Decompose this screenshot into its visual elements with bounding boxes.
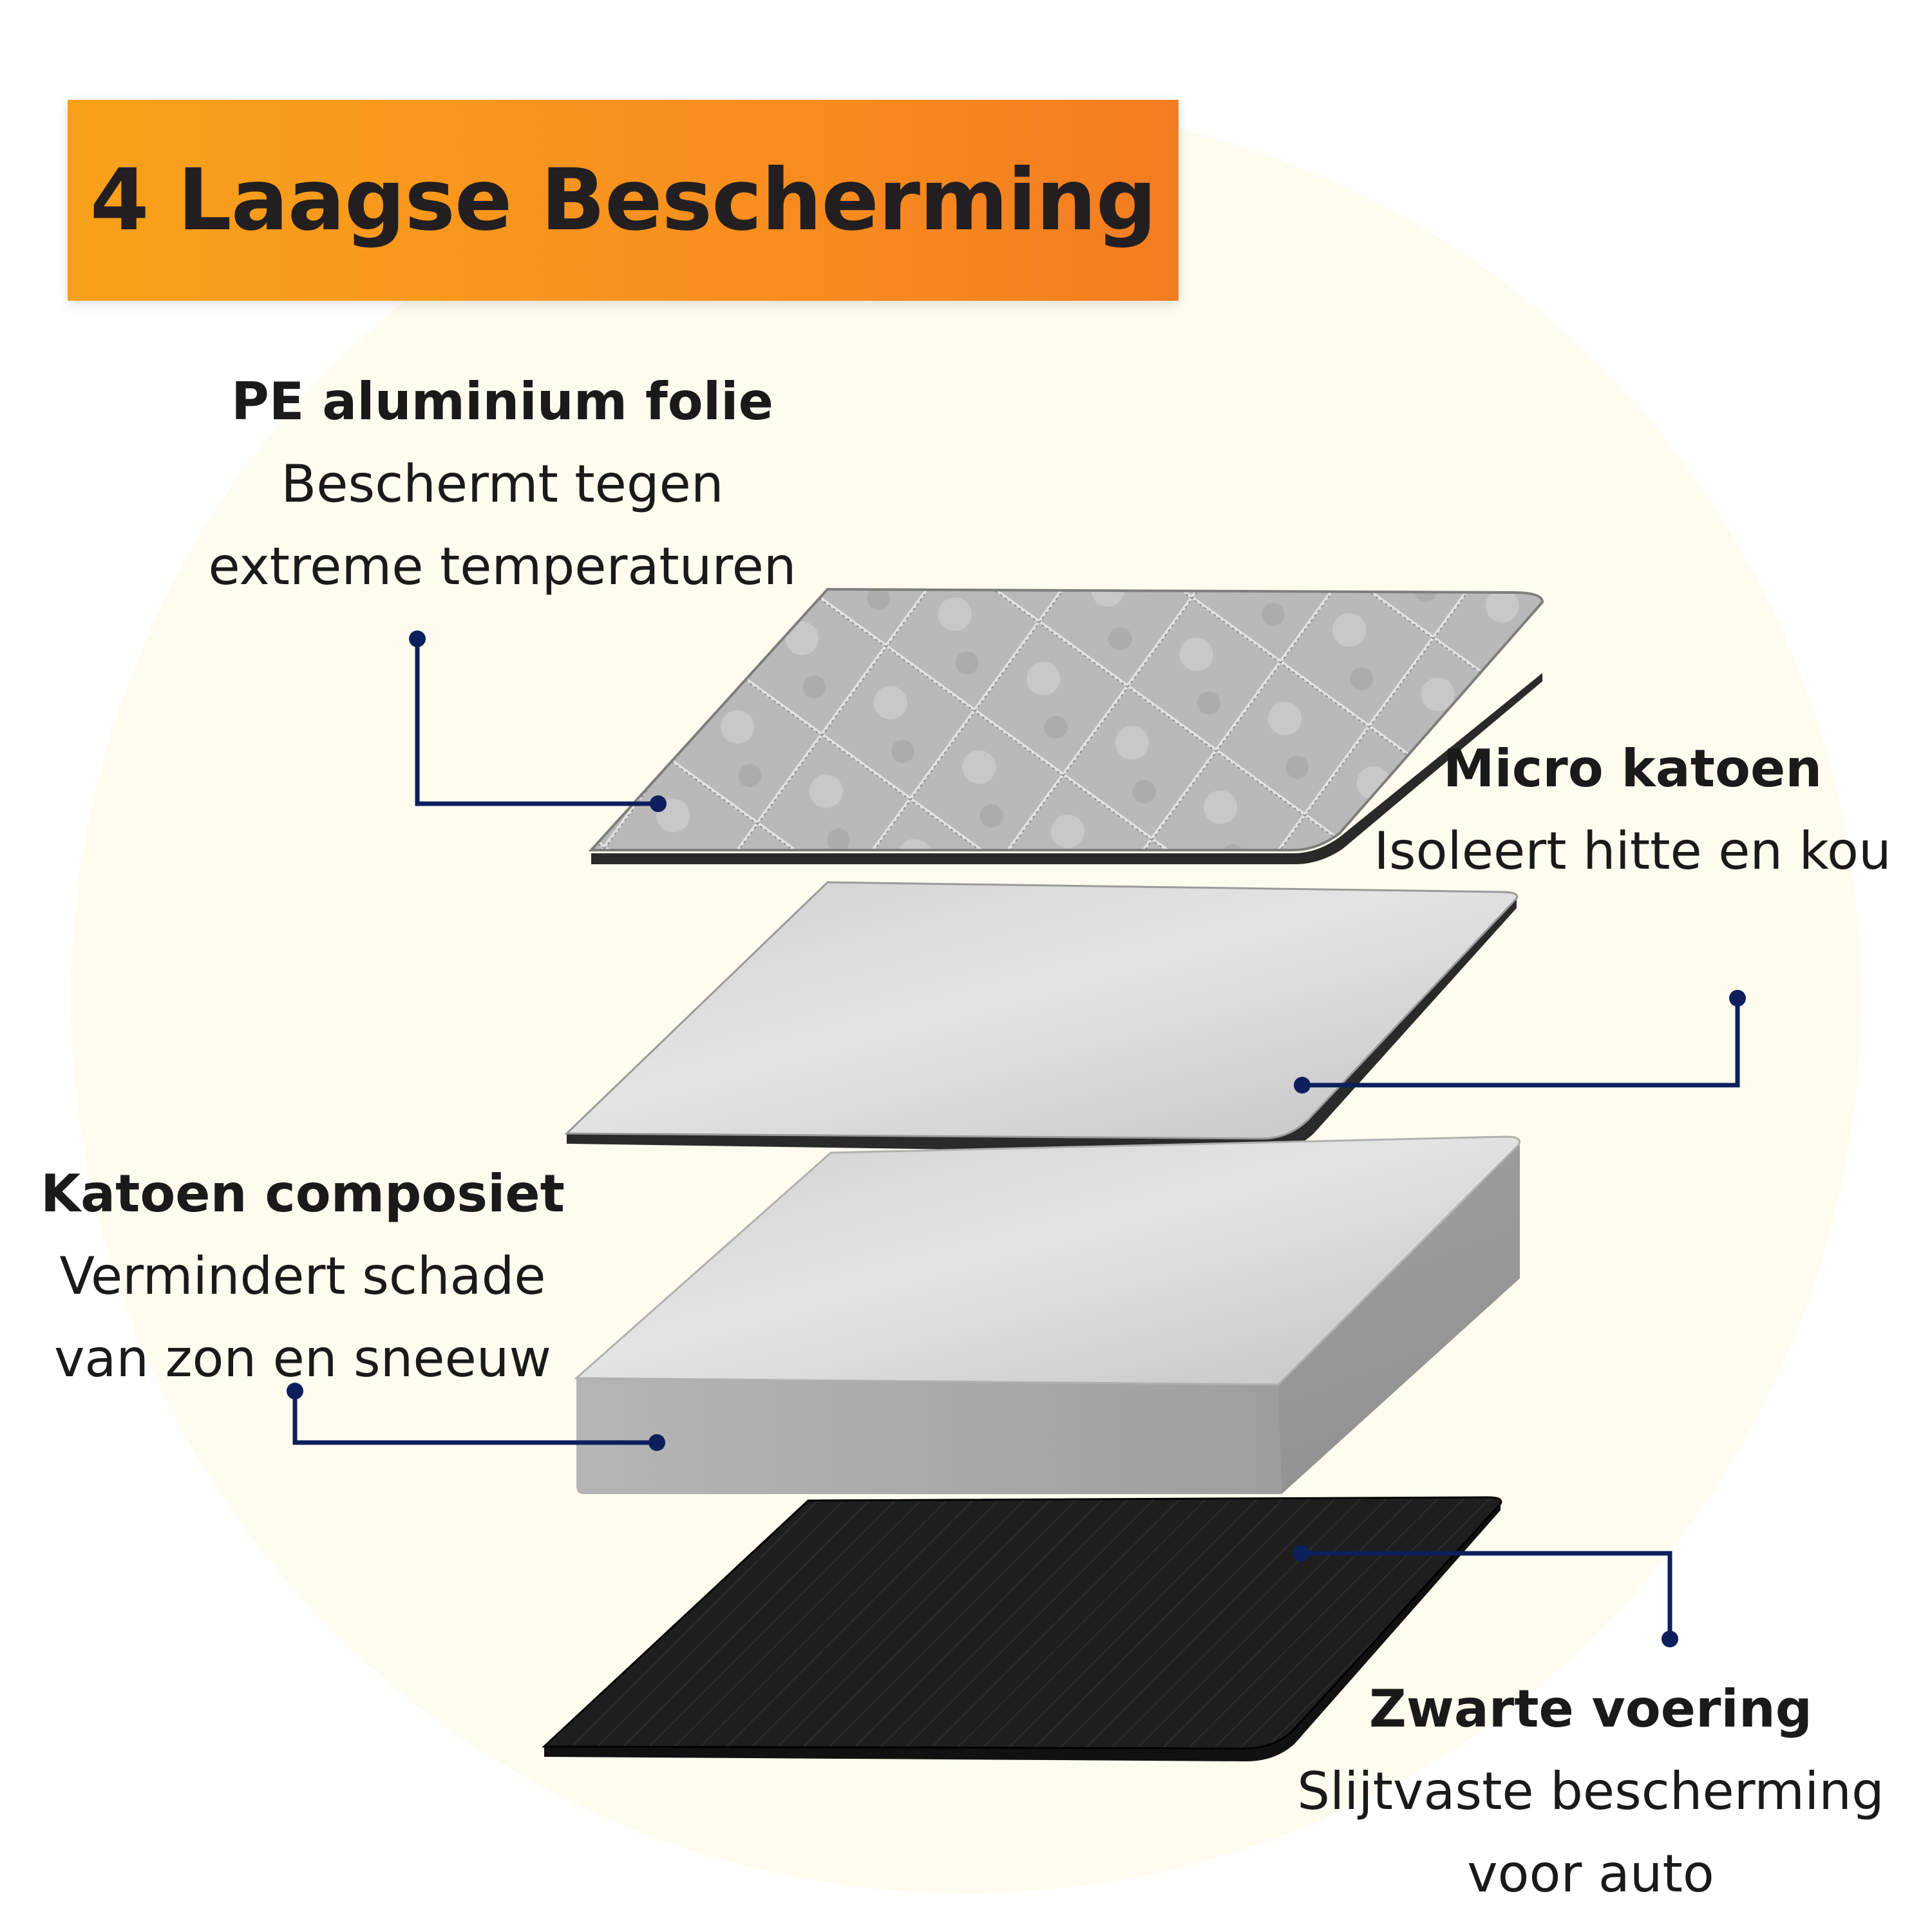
label-aluminium-foil-desc: Beschermt tegen	[281, 454, 724, 514]
connector-dot	[1294, 1077, 1311, 1094]
label-micro-cotton: Micro katoen Isoleert hitte en kou	[1343, 728, 1922, 893]
label-black-lining: Zwarte voering Slijtvaste bescherming vo…	[1256, 1668, 1926, 1915]
connector-dot	[649, 1434, 665, 1451]
connector-dot	[650, 795, 667, 812]
connector-cotton-composite	[292, 1391, 657, 1445]
layer-micro-cotton	[564, 881, 1519, 1154]
label-cotton-composite-desc: Vermindert schade	[59, 1246, 546, 1306]
label-micro-cotton-title: Micro katoen	[1443, 739, 1823, 799]
label-black-lining-title: Zwarte voering	[1368, 1679, 1813, 1739]
label-aluminium-foil: PE aluminium folie Beschermt tegen extre…	[116, 361, 889, 608]
label-black-lining-desc: voor auto	[1467, 1844, 1714, 1904]
connector-dot	[1662, 1631, 1678, 1647]
title-banner: 4 Laagse Bescherming	[68, 100, 1179, 301]
label-black-lining-desc: Slijtvaste bescherming	[1297, 1761, 1884, 1821]
label-cotton-composite: Katoen composiet Vermindert schade van z…	[13, 1153, 592, 1400]
page-title: 4 Laagse Bescherming	[90, 151, 1157, 250]
connector-dot	[287, 1383, 303, 1399]
connector-aluminium-foil	[415, 639, 658, 806]
connector-dot	[409, 630, 426, 647]
label-cotton-composite-desc: van zon en sneeuw	[54, 1329, 551, 1388]
connector-dot	[1729, 990, 1746, 1007]
layer-aluminium-foil	[588, 587, 1544, 864]
label-aluminium-foil-desc: extreme temperaturen	[208, 536, 797, 596]
label-cotton-composite-title: Katoen composiet	[41, 1164, 565, 1224]
layer-black-lining	[542, 1496, 1502, 1761]
connector-micro-cotton	[1302, 998, 1740, 1088]
connector-dot	[1293, 1545, 1309, 1562]
layer-cotton-composite	[574, 1135, 1520, 1494]
label-aluminium-foil-title: PE aluminium folie	[231, 372, 773, 431]
connector-black-lining	[1301, 1551, 1672, 1639]
label-micro-cotton-desc: Isoleert hitte en kou	[1374, 821, 1891, 881]
